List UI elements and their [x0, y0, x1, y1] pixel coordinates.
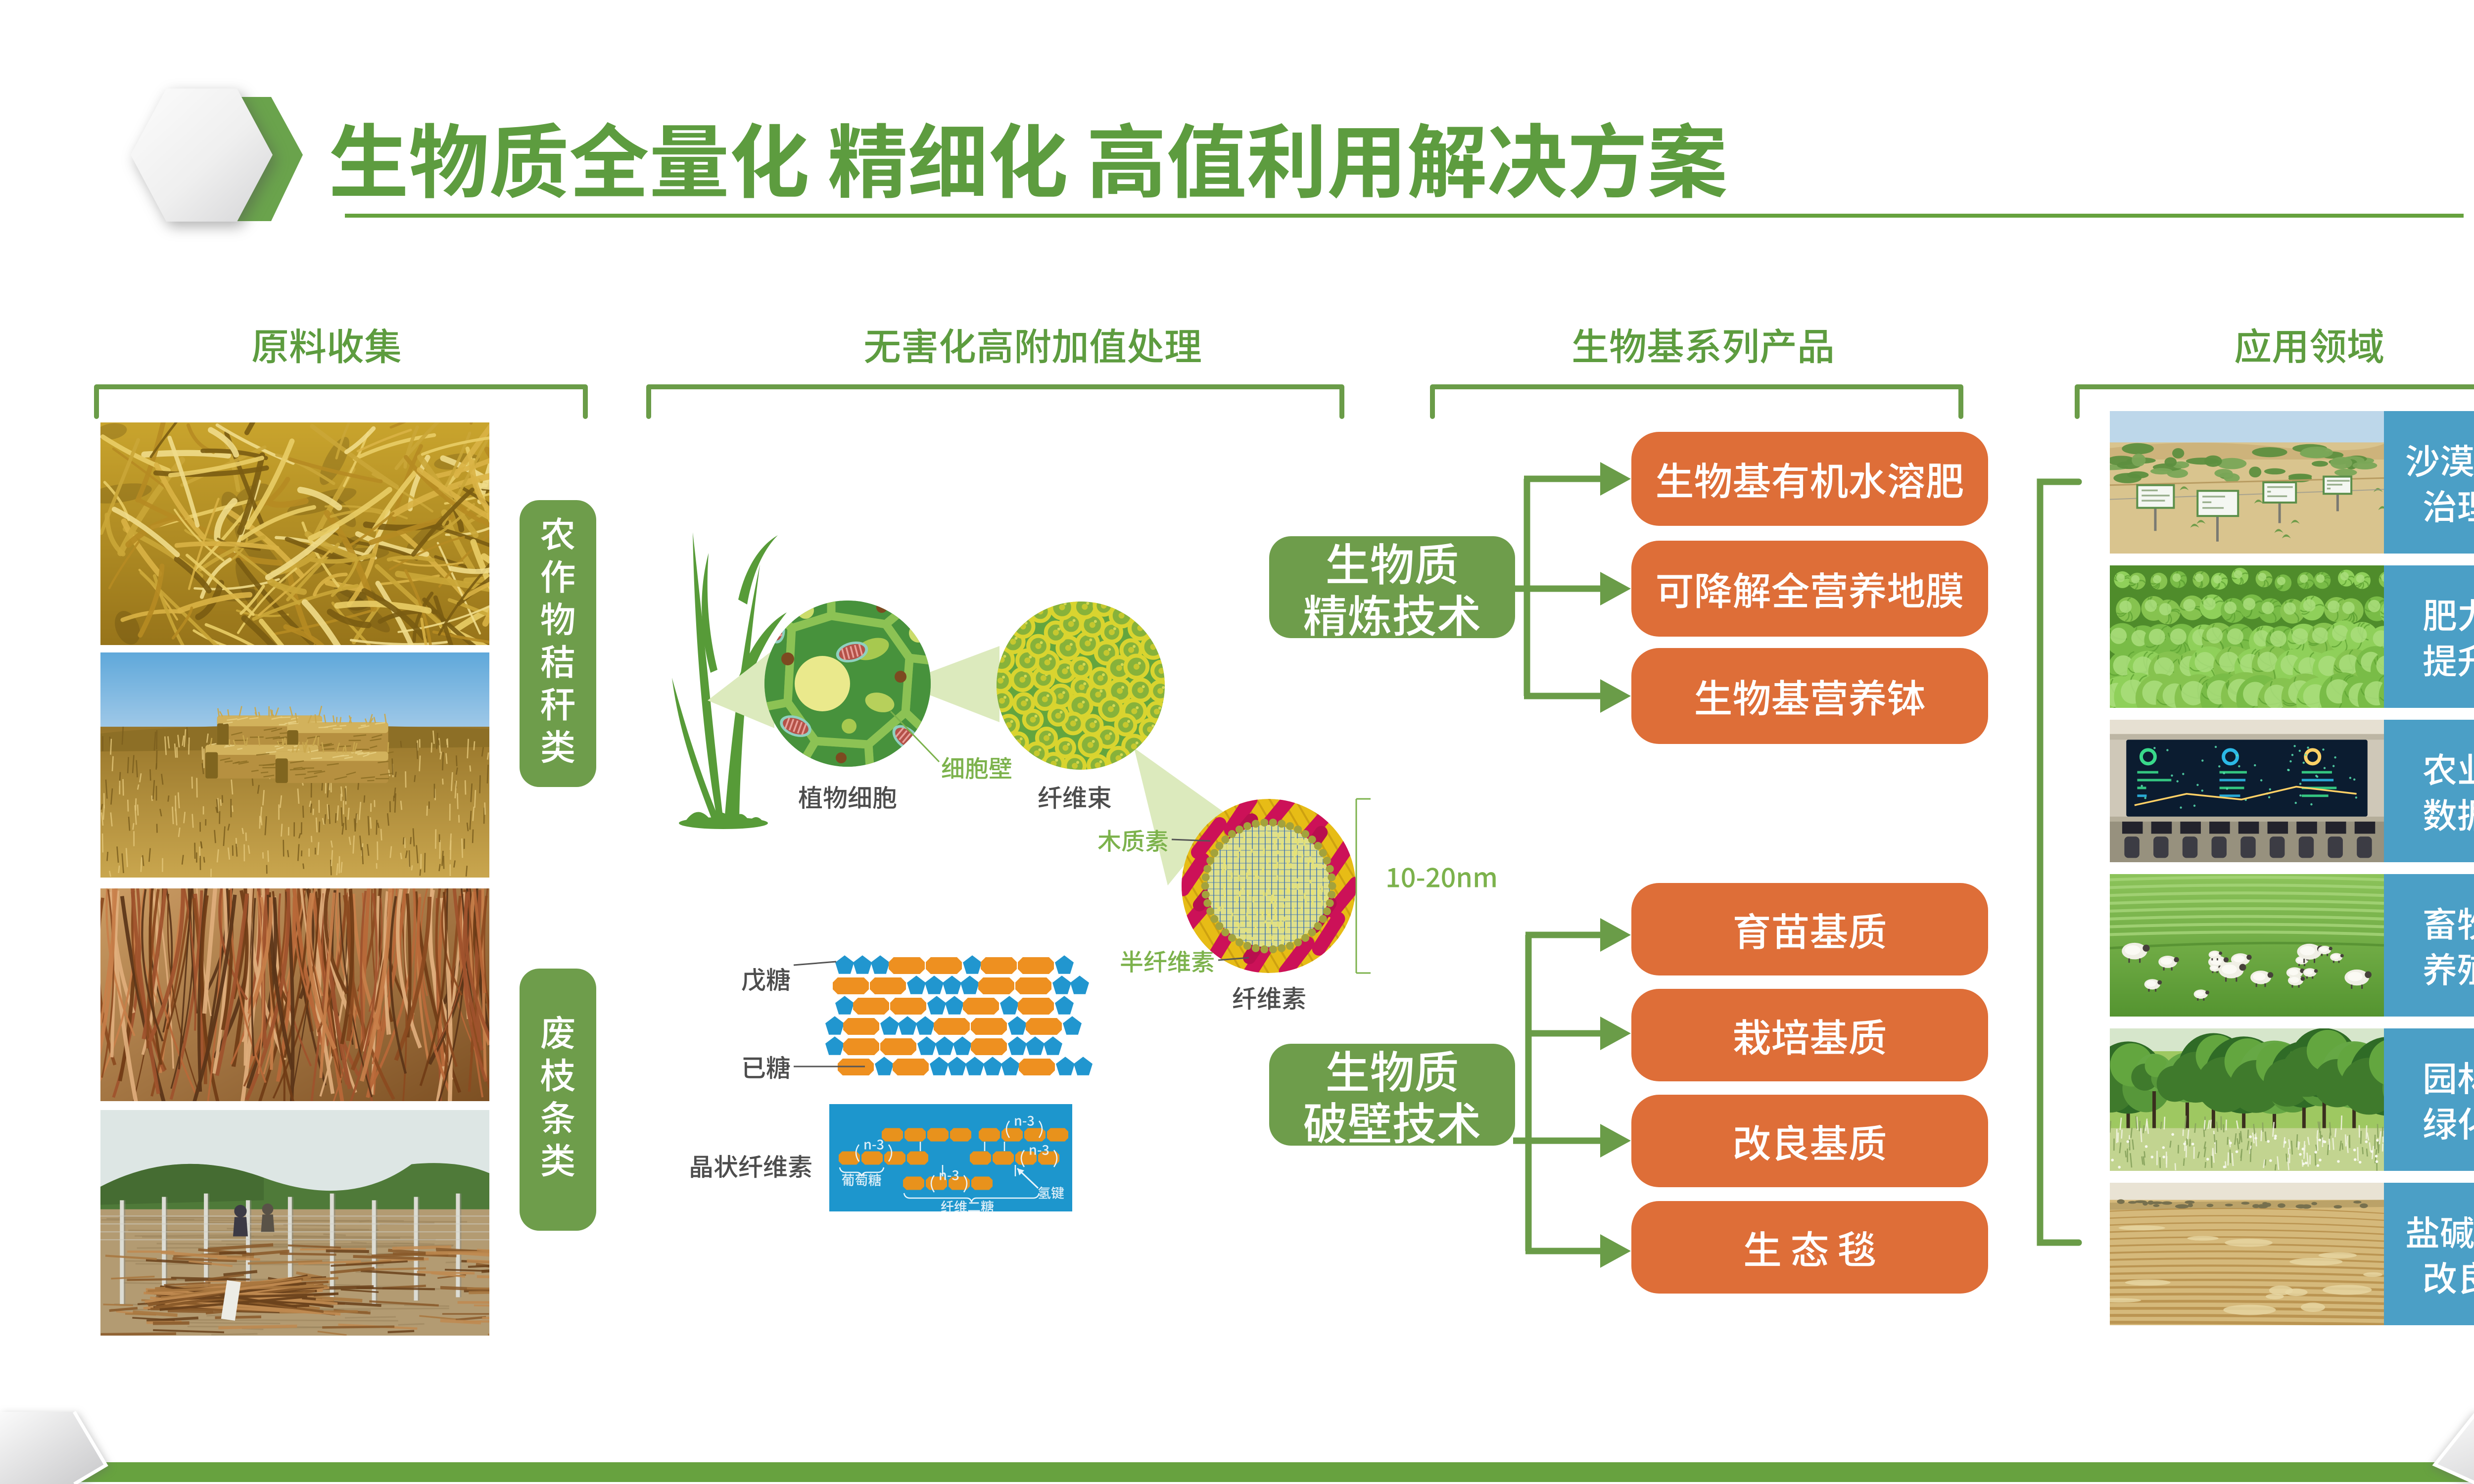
product-box-text: 可降解全营养地膜 [1655, 561, 1964, 616]
dry-corn-straw-photo [100, 422, 489, 645]
sugar-diagram [793, 955, 1093, 1075]
hexose-label: 已糖 [741, 1049, 791, 1084]
application-label-2: 农业数据 [2384, 720, 2474, 862]
application-label-text: 养殖 [2423, 943, 2474, 993]
wall-breaking-connector [1513, 918, 1631, 1268]
plant-cell-label: 植物细胞 [798, 779, 897, 814]
product-box-text: 生物基有机水溶肥 [1655, 451, 1964, 507]
refining-connector [1513, 462, 1631, 713]
wall-breaking-tech-box: 生物质破壁技术 [1269, 1037, 1515, 1153]
fiber-bundle-label: 纤维束 [1038, 779, 1112, 814]
application-label-text: 畜牧 [2423, 897, 2474, 947]
application-label-text: 园林 [2423, 1052, 2474, 1102]
n3-label: n-3 [939, 1164, 959, 1184]
column-header-applications: 应用领域 [2234, 317, 2384, 371]
product-box-text: 栽培基质 [1732, 1007, 1887, 1063]
application-label-text: 治理 [2423, 480, 2474, 530]
lignin-label: 木质素 [1097, 822, 1169, 857]
hydrogen-bond-label: 氢键 [1038, 1182, 1064, 1202]
application-label-text: 数据 [2423, 788, 2474, 838]
hexagon-arrow-icon [131, 89, 303, 222]
product-box-text: 生 态 毯 [1743, 1219, 1877, 1275]
wall-breaking-tech-box-line: 生物质 [1325, 1037, 1459, 1101]
vegetable-field-photo [2110, 565, 2384, 708]
crystalline-cellulose-label: 晶状纤维素 [689, 1148, 812, 1183]
column-header-products: 生物基系列产品 [1571, 317, 1835, 371]
bracket-materials [94, 384, 588, 419]
waste-branches-photo [100, 888, 489, 1101]
refining-tech-box-line: 生物质 [1325, 529, 1459, 594]
refining-tech-box-line: 精炼技术 [1303, 581, 1481, 645]
straw-bales-field-photo [100, 652, 489, 878]
garden-greening-photo [2110, 1028, 2384, 1171]
product-box-refining-1: 可降解全营养地膜 [1631, 541, 1988, 637]
glucose-label: 葡萄糖 [841, 1169, 882, 1189]
application-label-text: 沙漠化 [2405, 434, 2474, 484]
product-box-text: 改良基质 [1732, 1113, 1887, 1169]
application-label-text: 农业 [2423, 743, 2474, 793]
product-box-text: 生物基营养钵 [1694, 668, 1926, 724]
application-label-text: 绿化 [2423, 1097, 2474, 1147]
application-label-text: 提升 [2423, 634, 2474, 684]
bracket-applications [2075, 384, 2474, 419]
desertification-photo [2110, 411, 2384, 554]
plant-cell-circle [764, 601, 931, 767]
application-label-3: 畜牧养殖 [2384, 874, 2474, 1017]
column-header-materials: 原料收集 [251, 317, 402, 371]
material-group-text: 农作物秸秆类 [532, 516, 584, 771]
n3-label: n-3 [1029, 1139, 1049, 1159]
dimension-label: 10-20nm [1385, 856, 1498, 895]
n3-label: n-3 [1014, 1110, 1035, 1130]
product-box-refining-2: 生物基营养钵 [1631, 648, 1988, 744]
agri-data-center-photo [2110, 720, 2384, 862]
pentose-label: 戊糖 [741, 961, 791, 996]
wall-breaking-tech-box-line: 破壁技术 [1303, 1088, 1481, 1153]
bottom-left-chevron [0, 1411, 108, 1484]
application-label-0: 沙漠化治理 [2384, 411, 2474, 554]
cellulose-label: 纤维素 [1232, 979, 1306, 1015]
bracket-processing [646, 384, 1344, 419]
applications-bracket [2037, 478, 2082, 1246]
application-label-text: 肥力 [2423, 589, 2474, 639]
material-group-text: 废枝条类 [532, 1015, 584, 1185]
saline-land-photo [2110, 1183, 2384, 1325]
product-box-wallbreaking-0: 育苗基质 [1631, 883, 1988, 975]
product-box-refining-0: 生物基有机水溶肥 [1631, 432, 1988, 526]
product-box-wallbreaking-3: 生 态 毯 [1631, 1201, 1988, 1294]
cellobiose-label: 纤维二糖 [941, 1196, 994, 1216]
hemicellulose-label: 半纤维素 [1119, 943, 1215, 977]
product-box-text: 育苗基质 [1732, 901, 1887, 957]
bracket-products [1430, 384, 1963, 419]
product-box-wallbreaking-2: 改良基质 [1631, 1095, 1988, 1187]
column-header-processing: 无害化高附加值处理 [863, 317, 1202, 371]
fiber-bundle-circle [997, 602, 1165, 770]
application-label-5: 盐碱地改良 [2384, 1183, 2474, 1325]
page-title: 生物质全量化 精细化 高值利用解决方案 [329, 98, 1728, 214]
bottom-right-chevron [2432, 1413, 2474, 1484]
application-label-text: 改良 [2423, 1252, 2474, 1301]
refining-tech-box: 生物质精炼技术 [1269, 529, 1515, 645]
branch-collection-photo [100, 1110, 489, 1336]
cell-wall-label: 细胞壁 [941, 749, 1013, 784]
crystalline-cellulose-diagram [829, 1104, 1072, 1211]
bottom-bar [0, 1462, 2474, 1482]
dimension-10-20nm [1355, 798, 1371, 974]
application-label-1: 肥力提升 [2384, 565, 2474, 708]
application-label-text: 盐碱地 [2405, 1206, 2474, 1256]
application-label-4: 园林绿化 [2384, 1028, 2474, 1171]
material-group-label-1: 废枝条类 [520, 969, 596, 1231]
title-underline [345, 214, 2464, 218]
livestock-pasture-photo [2110, 874, 2384, 1017]
material-group-label-0: 农作物秸秆类 [520, 500, 596, 787]
n3-label: n-3 [863, 1134, 884, 1154]
product-box-wallbreaking-1: 栽培基质 [1631, 989, 1988, 1081]
